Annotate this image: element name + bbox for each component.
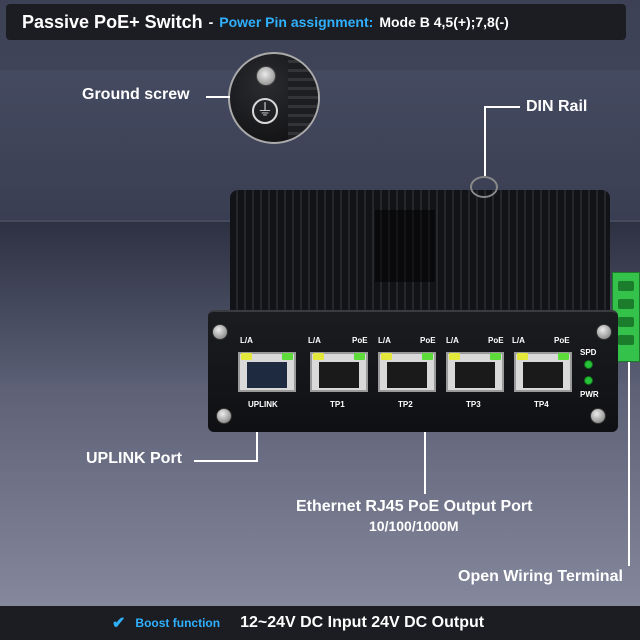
checkmark-icon: ✔	[112, 615, 126, 632]
poe-switch-device: L/A L/A PoE L/A PoE L/A PoE L/A PoE	[208, 176, 618, 432]
power-spec-text: 12~24V DC Input 24V DC Output	[240, 614, 485, 631]
open-wiring-callout: Open Wiring Terminal	[458, 568, 623, 585]
link-activity-led	[449, 353, 460, 360]
ethernet-leader	[424, 372, 426, 494]
power-pin-mode: Mode B 4,5(+);7,8(-)	[379, 14, 509, 30]
speed-led	[282, 353, 293, 360]
rj45-socket	[387, 362, 427, 388]
ground-symbol-icon: ⏚	[252, 98, 278, 124]
terminal-slot	[618, 281, 634, 291]
led-label: PoE	[352, 336, 368, 345]
led-label: PoE	[488, 336, 504, 345]
panel-screw-icon	[216, 408, 232, 424]
port-tp2	[378, 352, 436, 392]
led-label: L/A	[512, 336, 525, 345]
terminal-slot	[618, 335, 634, 345]
device-label-plate	[375, 210, 435, 282]
panel-screw-icon	[590, 408, 606, 424]
port-label: UPLINK	[248, 400, 278, 409]
panel-screw-icon	[212, 324, 228, 340]
port-label: TP3	[466, 400, 481, 409]
ground-screw-callout: Ground screw	[82, 86, 190, 103]
poe-led	[558, 353, 569, 360]
ethernet-callout-line2: 10/100/1000M	[369, 518, 459, 534]
rj45-socket	[455, 362, 495, 388]
device-heatsink	[230, 190, 610, 318]
ground-screw-leader	[206, 96, 230, 98]
led-label: L/A	[446, 336, 459, 345]
uplink-port	[238, 352, 296, 392]
led-label: PoE	[420, 336, 436, 345]
rj45-socket	[523, 362, 563, 388]
ground-screw-zoom: ⏚	[228, 52, 320, 144]
uplink-port-callout: UPLINK Port	[86, 450, 182, 467]
link-activity-led	[517, 353, 528, 360]
spd-label: SPD	[580, 348, 597, 357]
pwr-label: PWR	[580, 390, 599, 399]
power-pin-label: Power Pin assignment:	[219, 14, 374, 30]
title-separator: -	[208, 14, 214, 30]
screw-icon	[256, 66, 276, 86]
din-rail-leader-v	[484, 106, 486, 176]
din-rail-clip	[470, 176, 498, 198]
panel-screw-icon	[596, 324, 612, 340]
led-label: L/A	[240, 336, 253, 345]
port-label: TP4	[534, 400, 549, 409]
heatsink-fins	[288, 54, 318, 142]
port-label: TP1	[330, 400, 345, 409]
terminal-slot	[618, 299, 634, 309]
din-rail-callout: DIN Rail	[526, 98, 588, 115]
link-activity-led	[381, 353, 392, 360]
pwr-led	[584, 376, 593, 385]
rj45-socket	[247, 362, 287, 388]
rj45-socket	[319, 362, 359, 388]
poe-led	[490, 353, 501, 360]
led-label: L/A	[308, 336, 321, 345]
link-activity-led	[241, 353, 252, 360]
poe-led	[354, 353, 365, 360]
port-tp1	[310, 352, 368, 392]
open-wiring-leader	[628, 352, 630, 566]
terminal-slot	[618, 317, 634, 327]
uplink-leader-h	[194, 460, 258, 462]
port-label: TP2	[398, 400, 413, 409]
device-front-panel: L/A L/A PoE L/A PoE L/A PoE L/A PoE	[208, 310, 618, 432]
poe-led	[422, 353, 433, 360]
port-tp3	[446, 352, 504, 392]
link-activity-led	[313, 353, 324, 360]
title-bar: Passive PoE+ Switch - Power Pin assignme…	[6, 4, 626, 40]
spd-led	[584, 360, 593, 369]
port-tp4	[514, 352, 572, 392]
footer-bar: ✔ Boost function 12~24V DC Input 24V DC …	[0, 606, 640, 640]
led-label: L/A	[378, 336, 391, 345]
din-rail-leader-h	[484, 106, 520, 108]
ethernet-callout-line1: Ethernet RJ45 PoE Output Port	[296, 498, 533, 515]
boost-function-label: Boost function	[135, 616, 221, 630]
page-title: Passive PoE+ Switch	[22, 11, 203, 32]
led-label: PoE	[554, 336, 570, 345]
